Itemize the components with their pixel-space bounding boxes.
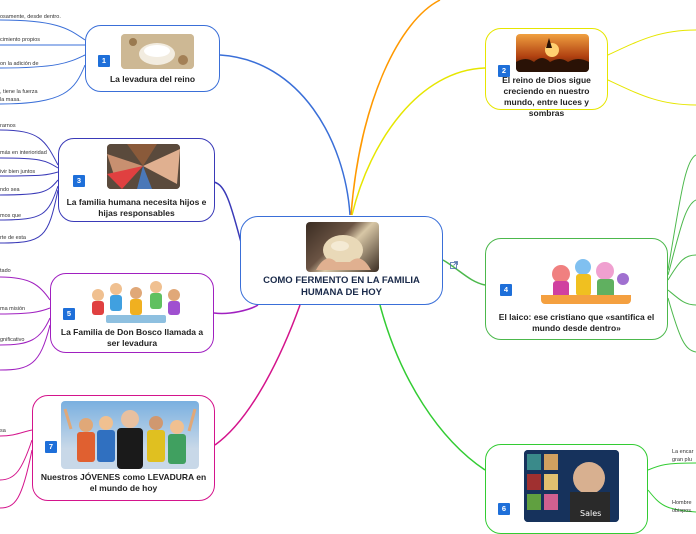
topic-1-node[interactable]: 1 La levadura del reino [85, 25, 220, 92]
link-topic-1 [219, 54, 351, 216]
leaf-text[interactable]: ndo sea [0, 187, 20, 193]
connector-lines [0, 0, 696, 513]
topic-3-node[interactable]: 3 La familia humana necesita hijos e hij… [58, 138, 215, 222]
leaf-text[interactable]: rte de esta [0, 235, 26, 241]
bread-dough-image [306, 222, 379, 272]
leaf-text[interactable]: sa [0, 428, 6, 434]
topic-number-badge: 3 [73, 175, 85, 187]
leaf-text[interactable]: osamente, desde dentro. [0, 14, 61, 20]
topic-label: El reino de Dios sigue creciendo en nues… [502, 75, 591, 118]
leaf-text[interactable]: on la adición de [0, 61, 39, 67]
topic-5-node[interactable]: 5 La Familia de Don Bosco llamada a ser … [50, 273, 214, 353]
leaf-text[interactable]: mos que [0, 213, 22, 219]
leaf-text[interactable]: obispos. [672, 508, 693, 514]
flour-bowl-image [121, 34, 194, 69]
central-topic[interactable]: COMO FERMENTO EN LA FAMILIA HUMANA DE HO… [240, 216, 443, 305]
topic-label: La levadura del reino [109, 74, 196, 84]
leaf-text[interactable]: La encar [672, 449, 694, 455]
leaf-text[interactable]: gran plu [672, 457, 692, 463]
leaf-text[interactable]: rarnos [0, 123, 16, 129]
leaf-text[interactable]: tado [0, 268, 11, 274]
link-top-offscreen [350, 0, 441, 216]
leaf-text[interactable]: cimiento propios [0, 37, 41, 43]
topic-number-badge: 7 [45, 441, 57, 453]
topic-label: La Familia de Don Bosco llamada a ser le… [60, 327, 204, 348]
leaf-text[interactable]: ivir bien juntos [0, 169, 36, 175]
topic-number-badge: 1 [98, 55, 110, 67]
topic-number-badge: 5 [63, 308, 75, 320]
link-topic-2 [351, 67, 486, 216]
leaf-text[interactable]: , tiene la fuerza [0, 89, 38, 95]
external-link-icon[interactable] [450, 256, 458, 269]
link-topic-6 [379, 304, 486, 471]
link-topic-4 [442, 259, 486, 286]
leaf-text[interactable]: ma misión [0, 306, 26, 312]
topic-label: Nuestros JÓVENES como LEVADURA en el mun… [40, 472, 207, 493]
leaf-text[interactable]: la masa. [0, 97, 21, 103]
leaf-text[interactable]: gnificativo [0, 337, 25, 343]
svg-text:Sales: Sales [580, 509, 601, 518]
topic-number-badge: 4 [500, 284, 512, 296]
central-title: COMO FERMENTO EN LA FAMILIA HUMANA DE HO… [263, 275, 420, 298]
topic-2-node[interactable]: 2 El reino de Dios sigue creciendo en nu… [485, 28, 608, 118]
topic-6-node[interactable]: Sales 6 [485, 444, 648, 534]
topic-label: El laico: ese cristiano que «santifica e… [498, 312, 655, 333]
topic-label: La familia humana necesita hijos e hijas… [66, 197, 207, 218]
leaf-text[interactable]: más en interioridad [0, 150, 47, 156]
link-topic-3 [213, 181, 244, 251]
topic-number-badge: 2 [498, 65, 510, 77]
link-topic-7 [214, 304, 301, 446]
colorful-cartoon-people-image [541, 249, 631, 304]
topic-4-node[interactable]: 4 El laico: ese cristiano que «santifica… [485, 238, 668, 340]
topic-7-node[interactable]: 7 Nuestros JÓVENES como LEVADURA en el m… [32, 395, 215, 501]
link-topic-5 [213, 304, 259, 315]
topic-number-badge: 6 [498, 503, 510, 515]
sunset-crowd-image [516, 34, 589, 72]
salesian-collage-image: Sales [524, 450, 619, 522]
cartoon-youth-group-image [86, 277, 186, 325]
leaf-text[interactable]: Hombre [672, 500, 692, 506]
stacked-hands-image [107, 144, 180, 189]
priest-with-youth-image [61, 401, 199, 469]
